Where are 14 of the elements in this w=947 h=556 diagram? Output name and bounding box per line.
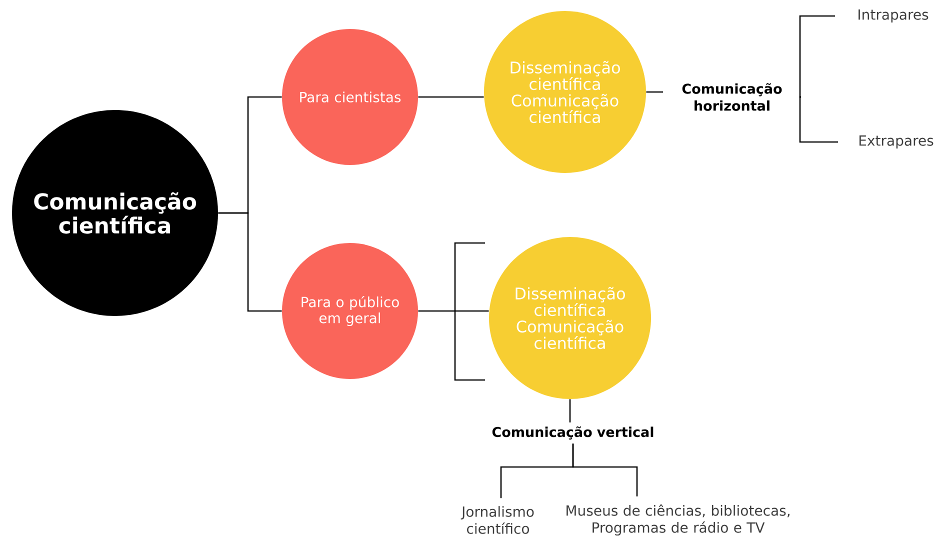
leaf-label: Jornalismo científico: [460, 506, 534, 534]
connector: [569, 399, 571, 422]
connector: [218, 212, 282, 312]
connector: [572, 444, 638, 496]
leaf-label: Extrapares: [860, 135, 934, 149]
connector: [418, 96, 484, 98]
connector: [646, 91, 663, 93]
category-label: Comunicação vertical: [492, 426, 654, 440]
connector: [799, 96, 838, 143]
category-label: Comunicação horizontal: [682, 83, 782, 111]
connector: [799, 15, 835, 98]
connector: [418, 310, 489, 312]
leaf-label: Intrapares: [858, 9, 928, 23]
leaf-label: Museus de ciências, bibliotecas, Programas de rádio e TV: [566, 504, 790, 536]
